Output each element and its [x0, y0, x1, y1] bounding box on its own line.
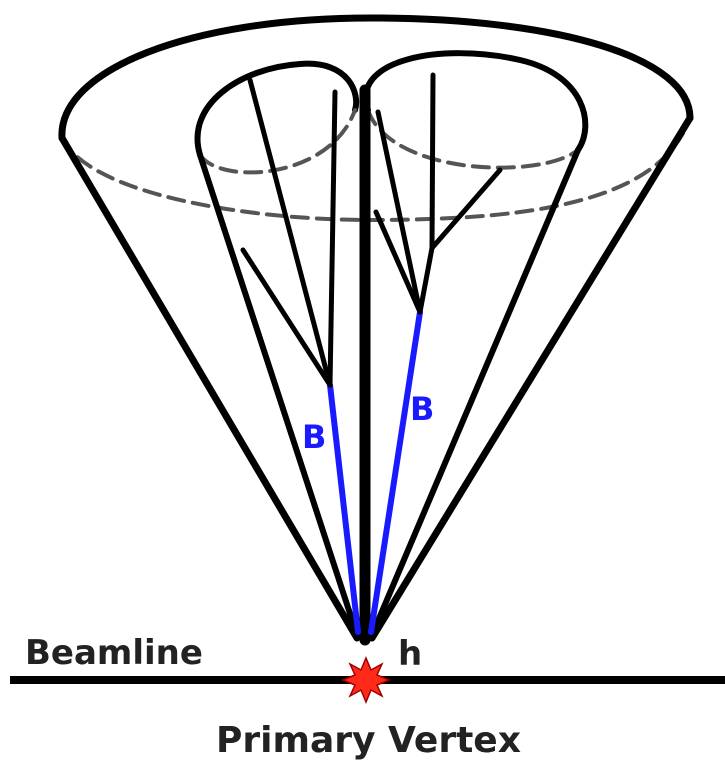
- left-b-product-2: [330, 92, 335, 385]
- vertex-star-icon: [343, 658, 389, 702]
- right-b-product-3: [432, 75, 433, 248]
- outer-cone-right-edge: [372, 118, 690, 638]
- right-b-product-2: [376, 212, 420, 312]
- right-b-product-4: [432, 170, 500, 248]
- right-subjet-rim-dashed: [368, 110, 578, 168]
- right-b-label: B: [410, 390, 434, 428]
- right-b-product-stem: [420, 248, 432, 312]
- left-b-label: B: [302, 418, 326, 456]
- right-subjet-rim: [366, 53, 586, 150]
- outer-cone-rim-dashed: [62, 118, 690, 220]
- outer-cone-left-edge: [62, 138, 357, 638]
- higgs-label: h: [398, 634, 422, 674]
- right-b-product-1: [378, 112, 420, 312]
- primary-vertex-label: Primary Vertex: [216, 720, 521, 761]
- beamline-label: Beamline: [25, 633, 203, 673]
